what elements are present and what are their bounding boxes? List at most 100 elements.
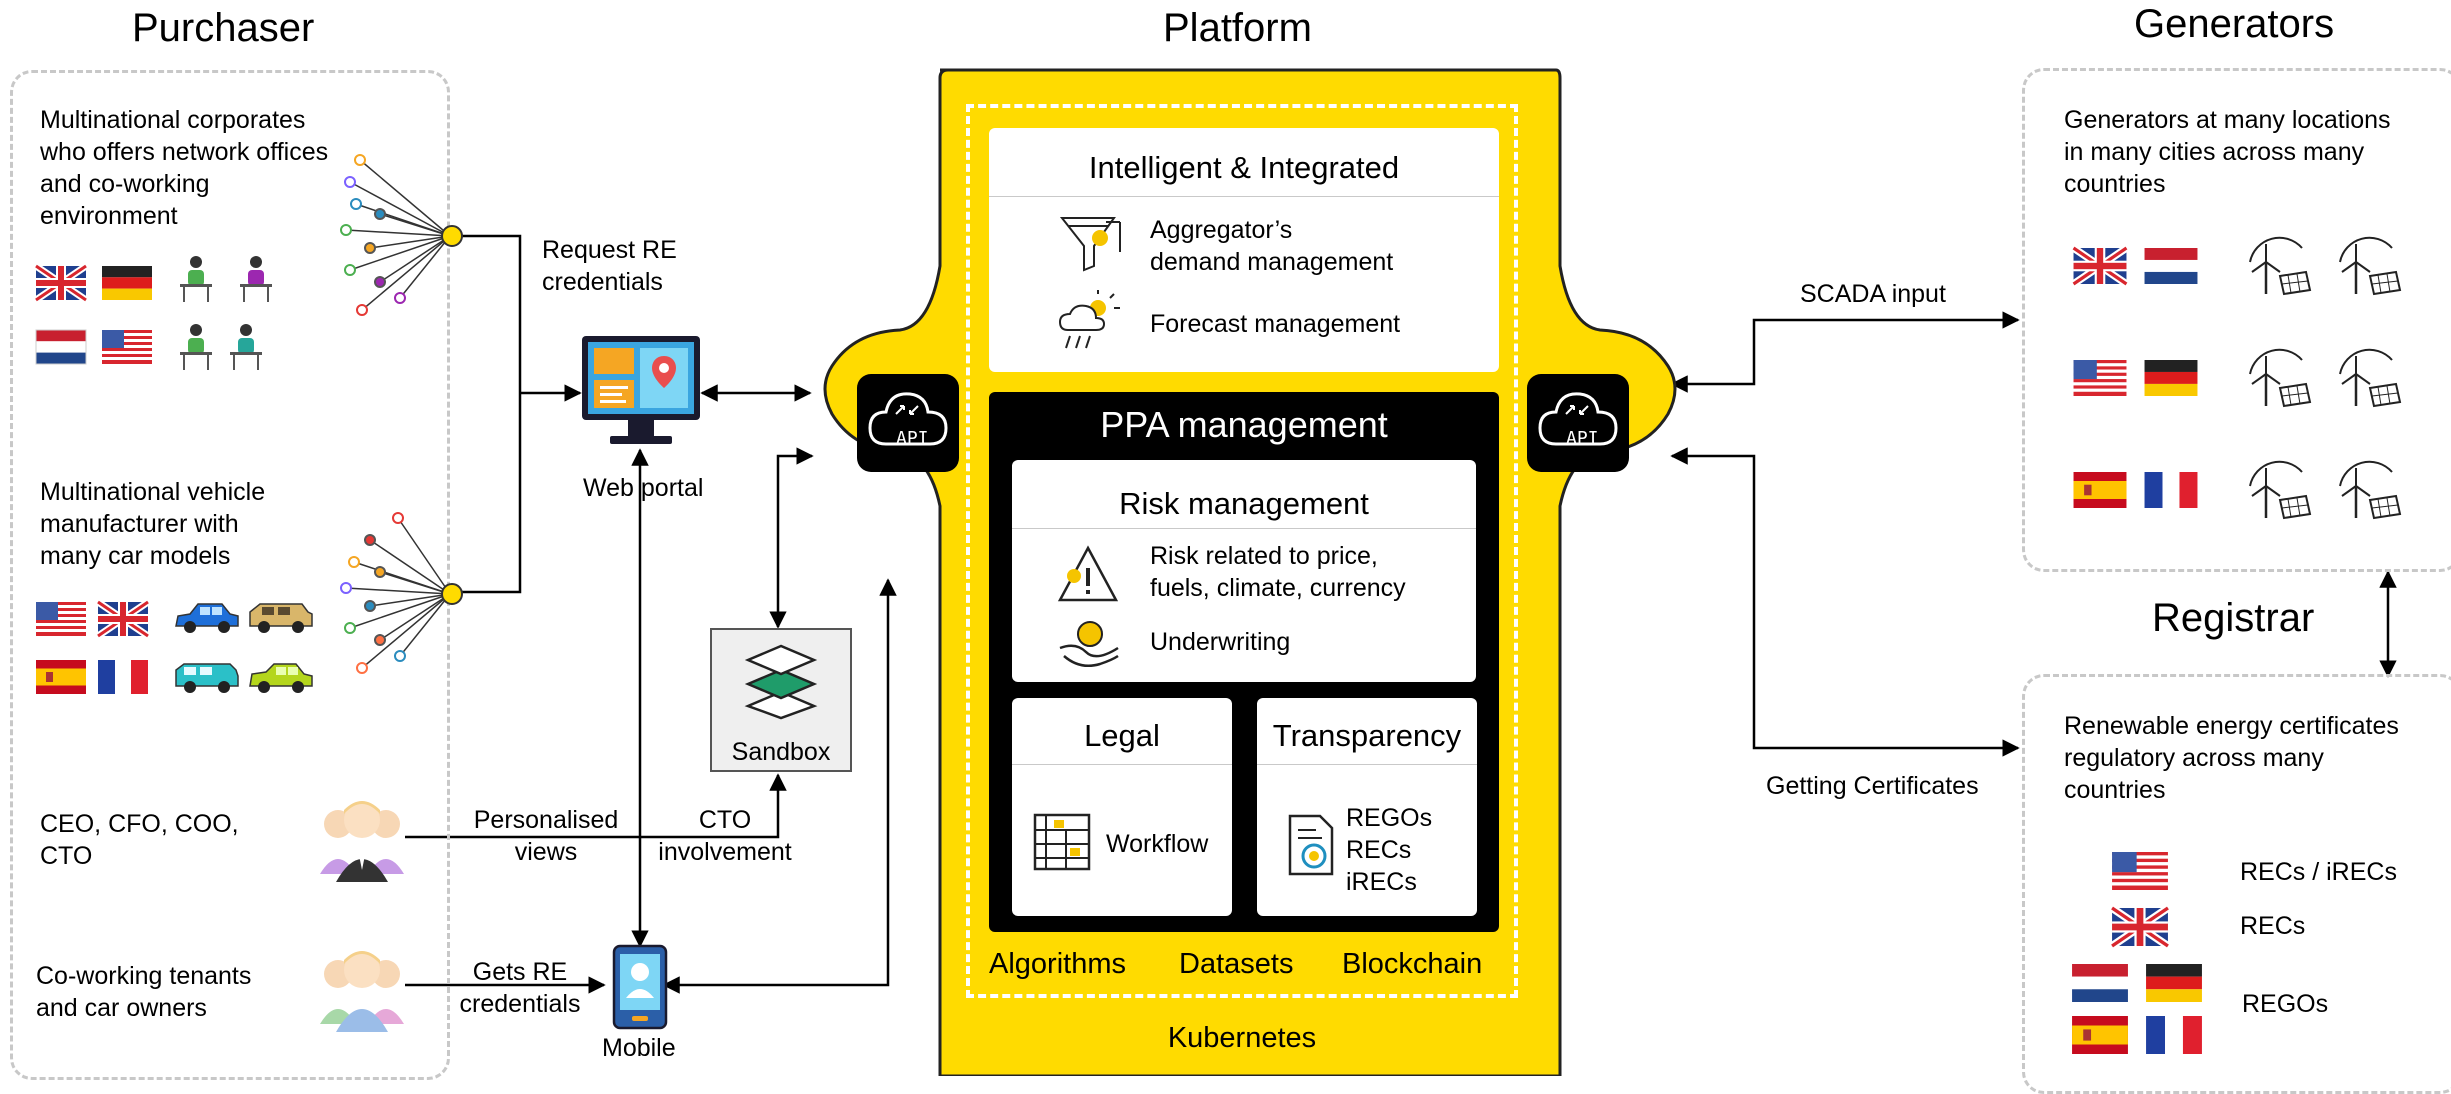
spain-flag-icon <box>36 660 86 694</box>
registrar-text: Renewable energy certificates regulatory… <box>2064 712 2399 804</box>
aggregator-label: Aggregator’s demand management <box>1150 216 1394 276</box>
network-tree-icon <box>340 512 463 674</box>
legal-card: Legal <box>1012 698 1232 916</box>
spain-flag-icon <box>2073 472 2127 508</box>
certificate-icon <box>1288 814 1334 876</box>
office-worker-icon <box>180 324 212 370</box>
office-worker-icon <box>180 256 212 302</box>
transparency-items: REGOs RECs iRECs <box>1346 804 1433 896</box>
handshake-coin-icon <box>1059 621 1119 667</box>
car-icon <box>249 603 313 633</box>
ppa-title: PPA management <box>1100 404 1388 445</box>
api-cloud-icon <box>1538 392 1618 446</box>
workflow-icon <box>1033 813 1091 871</box>
cto-involvement-label: CTO involvement <box>658 806 792 866</box>
getting-certificates-label: Getting Certificates <box>1766 772 1979 800</box>
footer-algorithms: Algorithms <box>989 948 1126 980</box>
weather-icon <box>1058 290 1120 349</box>
wind-solar-icon <box>2339 460 2402 520</box>
spain-flag-icon <box>2072 1016 2128 1054</box>
warning-icon <box>1057 545 1119 602</box>
netherlands-flag-icon <box>2144 248 2198 284</box>
usa-flag-icon <box>2112 852 2168 890</box>
divider <box>1257 764 1477 765</box>
intelligent-card: Intelligent & Integrated <box>989 128 1499 372</box>
platform-inner-dashed <box>966 104 1518 998</box>
risk-related-label: Risk related to price, fuels, climate, c… <box>1150 542 1406 602</box>
netherlands-flag-icon <box>2072 964 2128 1002</box>
sandbox-label: Sandbox <box>731 738 831 766</box>
france-flag-icon <box>98 660 148 694</box>
car-icon <box>249 663 313 693</box>
uk-flag-icon <box>96 599 150 639</box>
netherlands-flag-icon <box>35 329 87 365</box>
web-portal-label: Web portal <box>583 474 704 502</box>
car-icon <box>175 663 239 693</box>
tenants-label: Co-working tenants and car owners <box>36 962 252 1022</box>
germany-flag-icon <box>2144 360 2198 396</box>
gets-re-label: Gets RE credentials <box>459 958 581 1018</box>
layers-icon <box>744 644 818 720</box>
api-label-right: API <box>1566 428 1599 449</box>
recs-irecs-label: RECs / iRECs <box>2240 858 2397 886</box>
api-badge-left <box>857 374 959 472</box>
funnel-icon <box>1059 217 1121 272</box>
executives-group-icon <box>320 801 404 882</box>
tenants-group-icon <box>320 951 404 1032</box>
car-icon <box>175 603 239 633</box>
registrar-header: Registrar <box>2152 596 2315 640</box>
vehicle-label: Multinational vehicle manufacturer with … <box>40 478 266 570</box>
api-label-left: API <box>896 428 929 449</box>
executives-label: CEO, CFO, COO, CTO <box>40 810 239 870</box>
platform-header: Platform <box>1163 6 1312 50</box>
legal-title: Legal <box>1084 718 1160 753</box>
germany-flag-icon <box>2146 964 2202 1002</box>
generators-header: Generators <box>2134 2 2335 46</box>
uk-flag-icon <box>34 263 88 303</box>
personalised-views-label: Personalised views <box>473 806 619 866</box>
forecast-label: Forecast management <box>1150 310 1401 338</box>
france-flag-icon <box>2144 472 2198 508</box>
underwriting-label: Underwriting <box>1150 628 1291 656</box>
recs-label: RECs <box>2240 912 2306 940</box>
germany-flag-icon <box>102 266 152 300</box>
wind-solar-icon <box>2339 236 2402 296</box>
purchaser-header: Purchaser <box>132 6 315 50</box>
mobile-label: Mobile <box>602 1034 676 1062</box>
wind-solar-icon <box>2339 348 2402 408</box>
risk-title: Risk management <box>1119 486 1369 521</box>
footer-datasets: Datasets <box>1179 948 1294 980</box>
workflow-label: Workflow <box>1106 830 1209 858</box>
kubernetes-label: Kubernetes <box>1167 1022 1317 1054</box>
mobile-phone-icon[interactable] <box>610 944 670 1030</box>
divider <box>989 196 1499 197</box>
france-flag-icon <box>2146 1016 2202 1054</box>
network-tree-icon <box>340 154 463 316</box>
usa-flag-icon <box>36 602 86 636</box>
intelligent-title: Intelligent & Integrated <box>1088 150 1400 185</box>
usa-flag-icon <box>2073 360 2127 396</box>
divider <box>1012 528 1476 529</box>
wind-solar-icon <box>2249 460 2312 520</box>
request-re-label: Request RE credentials <box>542 236 677 296</box>
divider <box>1012 764 1232 765</box>
transparency-title: Transparency <box>1272 718 1462 753</box>
transparency-card: Transparency <box>1257 698 1477 916</box>
uk-flag-icon <box>2109 904 2171 950</box>
office-worker-icon <box>240 256 272 302</box>
scada-label: SCADA input <box>1800 280 1946 308</box>
web-portal-icon[interactable] <box>580 334 702 452</box>
generators-text: Generators at many locations in many cit… <box>2064 106 2391 198</box>
regos-label: REGOs <box>2242 990 2329 1018</box>
generators-panel <box>2022 68 2451 572</box>
wind-solar-icon <box>2249 348 2312 408</box>
footer-blockchain: Blockchain <box>1342 948 1483 980</box>
office-worker-icon <box>230 324 262 370</box>
wind-solar-icon <box>2249 236 2312 296</box>
uk-flag-icon <box>2071 244 2129 288</box>
corporates-label: Multinational corporates who offers netw… <box>40 106 329 230</box>
connectors <box>405 234 2397 994</box>
api-badge-right <box>1527 374 1629 472</box>
usa-flag-icon <box>102 330 152 364</box>
api-cloud-icon <box>868 392 948 446</box>
